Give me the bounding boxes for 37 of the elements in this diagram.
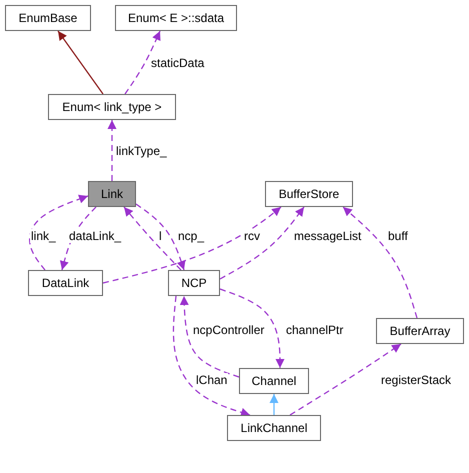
class-box: NCP: [168, 270, 220, 296]
class-box: BufferStore: [265, 181, 353, 207]
arrow: [58, 30, 104, 94]
edge-label: link_: [30, 229, 57, 243]
edge-label: lChan: [195, 373, 228, 387]
class-box: LinkChannel: [227, 415, 321, 441]
edge-label: buff: [387, 229, 409, 243]
arrow: [290, 344, 402, 416]
arrow: [270, 394, 278, 415]
edge-label: linkType_: [115, 144, 168, 158]
arrow: [220, 288, 284, 368]
arrow: [124, 206, 182, 270]
class-box: DataLink: [28, 270, 103, 296]
class-box: Channel: [239, 368, 309, 394]
edge-label: registerStack: [380, 373, 452, 387]
edge-label: channelPtr: [285, 323, 344, 337]
class-box: Enum< E >::sdata: [115, 5, 237, 31]
class-box: Enum< link_type >: [48, 94, 176, 120]
class-box: Link: [88, 181, 136, 207]
arrow: [102, 206, 282, 284]
class-box: EnumBase: [5, 5, 91, 31]
edge-label: staticData: [150, 56, 206, 70]
edge-label: messageList: [293, 229, 362, 243]
arrow: [108, 120, 116, 181]
arrow: [342, 206, 418, 318]
arrow: [136, 204, 186, 270]
arrow: [180, 296, 240, 378]
edge-label: l: [158, 229, 163, 243]
edge-label: dataLink_: [68, 229, 122, 243]
arrow: [60, 206, 96, 270]
arrow: [124, 30, 161, 94]
arrow: [29, 194, 88, 270]
edge-label: ncpController: [192, 323, 266, 337]
arrow: [220, 206, 304, 280]
arrow: [172, 296, 250, 417]
edge-label: rcv: [243, 229, 261, 243]
class-box: BufferArray: [376, 318, 464, 344]
